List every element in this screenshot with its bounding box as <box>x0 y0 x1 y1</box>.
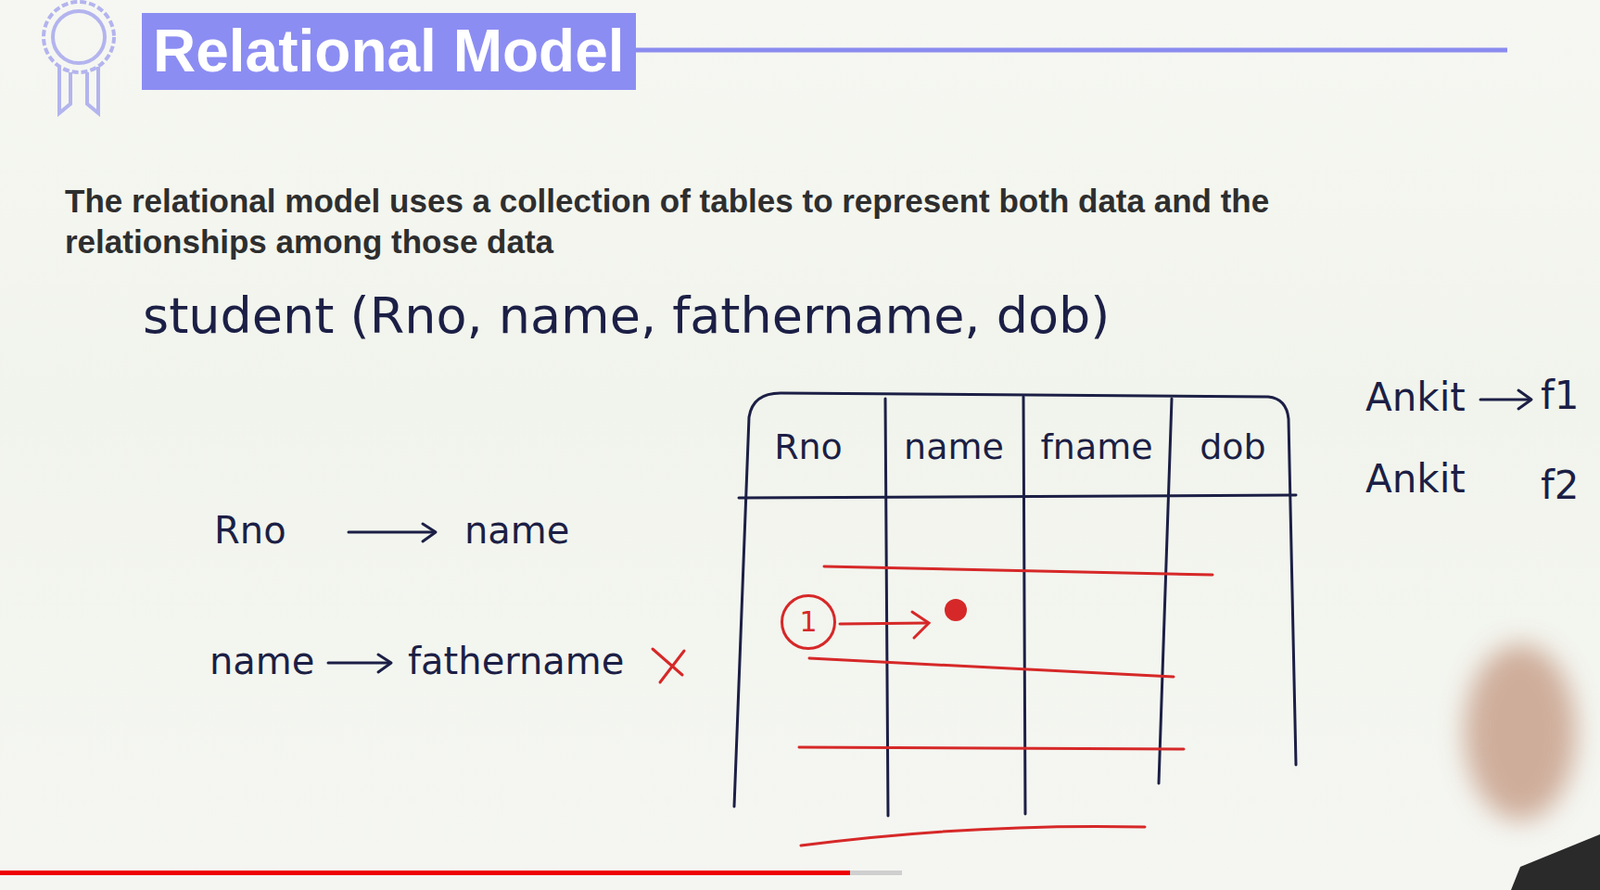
column-line <box>1158 398 1172 784</box>
progress-track <box>0 870 902 876</box>
badge-outer <box>43 1 115 73</box>
arrow-head <box>912 611 929 638</box>
dependency-term: name <box>209 638 315 684</box>
relation-schema: student (Rno, name, fathername, dob) <box>142 286 1110 347</box>
presenter-hand <box>1464 644 1576 821</box>
progress-bar <box>0 870 851 876</box>
row-line <box>824 566 1213 575</box>
column-header: fname <box>1040 426 1153 470</box>
badge-ribbon <box>59 66 71 114</box>
dependency-term: fathername <box>407 638 624 684</box>
example-value: Ankit <box>1365 374 1466 421</box>
arrow-line <box>1480 398 1530 402</box>
header-line <box>738 495 1296 498</box>
definition-text: The relational model uses a collection o… <box>64 180 1428 263</box>
cross-mark <box>652 648 685 683</box>
example-value: f2 <box>1540 462 1580 509</box>
row-line <box>799 747 1184 750</box>
arrow-line <box>348 531 434 534</box>
cross-stroke <box>660 650 685 683</box>
badge-icon <box>43 1 115 114</box>
title-banner: Relational Model <box>141 12 636 90</box>
arrow-head <box>422 523 436 542</box>
dependency-term: name <box>464 507 570 553</box>
arrow-head <box>1518 390 1532 409</box>
table-sketch <box>734 393 1296 816</box>
column-line <box>885 398 889 816</box>
column-header: Rno <box>774 426 843 470</box>
pointer-object <box>1511 834 1600 890</box>
row-line <box>809 658 1174 677</box>
pointer-arrow <box>839 622 927 624</box>
badge-ribbon <box>87 66 99 114</box>
example-value: f1 <box>1540 372 1580 420</box>
column-header: dob <box>1199 426 1267 470</box>
badge-inner <box>52 11 105 64</box>
table-outline <box>734 393 1296 807</box>
circled-number: 1 <box>780 594 837 650</box>
red-dot <box>944 598 967 622</box>
dependency-term: Rno <box>214 507 287 553</box>
dependency-arrows <box>328 390 1532 673</box>
arrow-head <box>378 654 392 673</box>
title-rule <box>635 48 1508 53</box>
row-lines <box>799 566 1213 846</box>
callout-number: 1 <box>799 608 817 636</box>
row-line <box>800 825 1145 846</box>
example-value: Ankit <box>1365 456 1466 503</box>
column-line <box>1023 396 1026 814</box>
column-header: name <box>903 426 1004 470</box>
arrow-line <box>328 661 390 665</box>
slide-title: Relational Model <box>152 12 625 90</box>
